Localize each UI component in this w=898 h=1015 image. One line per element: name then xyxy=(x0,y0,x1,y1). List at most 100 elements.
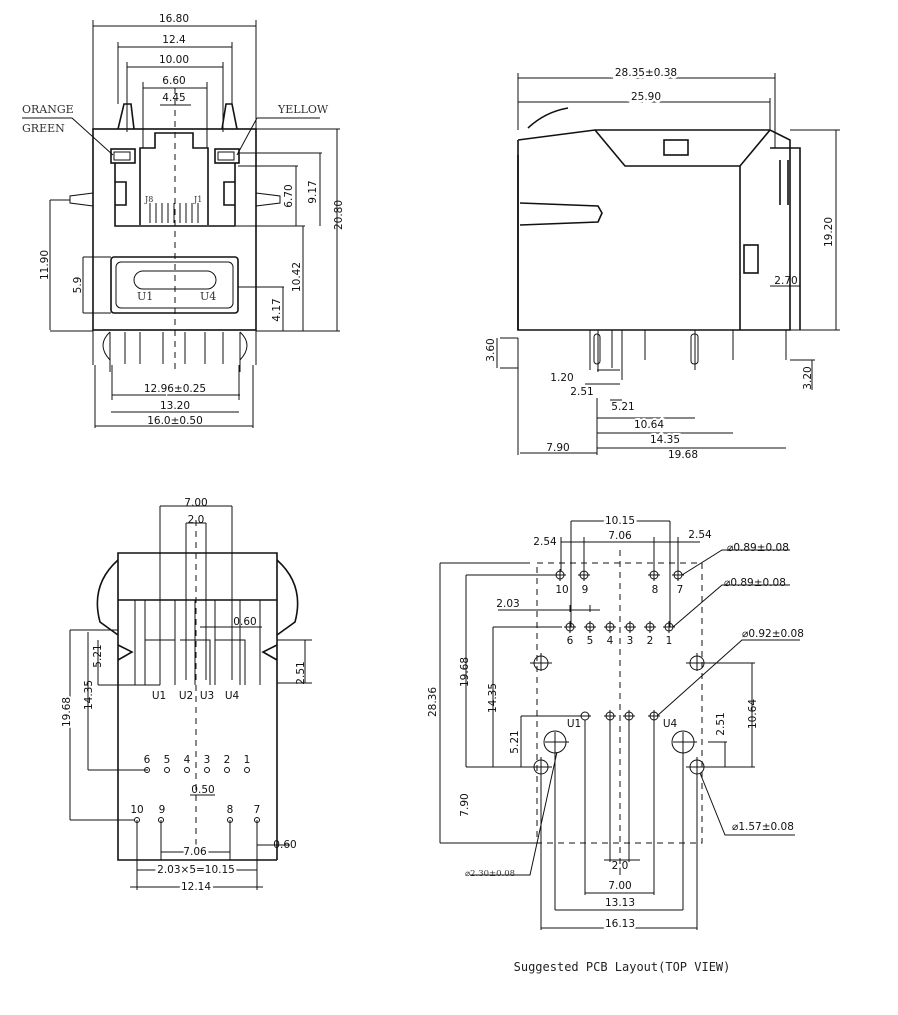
dim-label: 9.17 xyxy=(307,180,319,203)
pcb-caption: Suggested PCB Layout(TOP VIEW) xyxy=(514,960,731,974)
hole-callout: ⌀0.89±0.08 xyxy=(727,542,789,554)
dim-label: 7.90 xyxy=(546,442,569,454)
pin-label: 1 xyxy=(244,754,251,766)
dim-label: 14.35 xyxy=(83,680,95,710)
dim-label: 13.13 xyxy=(605,897,635,909)
dim-label: 10.00 xyxy=(159,54,189,66)
led-label-yellow: YELLOW xyxy=(277,103,329,116)
pin-label: 10 xyxy=(555,584,568,596)
dim-label: 2.0 xyxy=(188,514,205,526)
dim-label: 2.51 xyxy=(295,661,307,684)
hole-callout: ⌀2.30±0.08 xyxy=(465,869,515,879)
dim-label: 2.03×5=10.15 xyxy=(157,864,235,876)
led-label-green: GREEN xyxy=(22,122,65,135)
dim-label: 19.20 xyxy=(823,217,835,247)
pin-label: 4 xyxy=(607,635,614,647)
led-label-orange: ORANGE xyxy=(22,103,74,116)
dim-label: 0.50 xyxy=(191,784,214,796)
dim-label: 0.60 xyxy=(273,839,296,851)
pin-label: U4 xyxy=(200,290,216,303)
dim-label: 10.64 xyxy=(634,419,664,431)
dim-label: 0.60 xyxy=(233,616,256,628)
dim-label: 14.35 xyxy=(650,434,680,446)
dim-label: 5.21 xyxy=(509,730,521,753)
pin-label: 9 xyxy=(159,804,166,816)
side-view: 28.35±0.38 25.90 19.20 2.70 3.60 3.20 1.… xyxy=(485,65,840,461)
dim-label: 3.20 xyxy=(802,366,814,389)
hole-callout: ⌀0.89±0.08 xyxy=(724,577,786,589)
pin-label: 1 xyxy=(666,635,673,647)
dim-label: 7.00 xyxy=(184,497,207,509)
pin-label: 10 xyxy=(130,804,143,816)
dim-label: 12.4 xyxy=(162,34,186,46)
dim-label: 10.42 xyxy=(291,262,303,292)
dim-label: 12.96±0.25 xyxy=(144,383,206,395)
dim-label: 2.54 xyxy=(533,536,557,548)
dim-label: 4.45 xyxy=(162,92,185,104)
dim-label: 20.80 xyxy=(333,200,345,230)
pin-label: U1 xyxy=(567,718,581,730)
pin-label: 2 xyxy=(647,635,654,647)
dim-label: 10.64 xyxy=(747,699,759,729)
pin-label: 7 xyxy=(254,804,261,816)
pin-label: 5 xyxy=(587,635,594,647)
dim-label: 12.14 xyxy=(181,881,211,893)
dim-label: 16.13 xyxy=(605,918,635,930)
pcb-layout: 10.15 2.54 7.06 2.54 2.03 28.36 19.68 14… xyxy=(427,513,804,975)
dim-label: 7.06 xyxy=(183,846,207,858)
hole-callout: ⌀1.57±0.08 xyxy=(732,821,794,833)
pin-label: 6 xyxy=(567,635,574,647)
dim-label: 28.35±0.38 xyxy=(615,67,677,79)
dim-label: 3.60 xyxy=(485,338,497,361)
dim-label: 4.17 xyxy=(271,298,283,321)
pin-label: U4 xyxy=(225,690,240,702)
dim-label: 16.80 xyxy=(159,13,189,25)
dim-label: 16.0±0.50 xyxy=(147,415,203,427)
dim-label: 19.68 xyxy=(61,697,73,727)
pin-label: U1 xyxy=(152,690,166,702)
pin-label: 9 xyxy=(582,584,589,596)
pin-label: 5 xyxy=(164,754,171,766)
dim-label: 25.90 xyxy=(631,91,661,103)
dim-label: 19.68 xyxy=(668,449,698,461)
pcb-holes xyxy=(530,569,708,775)
dim-label: 14.35 xyxy=(487,683,499,713)
dim-label: 6.60 xyxy=(162,75,185,87)
pin-label: U4 xyxy=(663,718,678,730)
dim-label: 7.06 xyxy=(608,530,632,542)
dim-label: 2.51 xyxy=(570,386,593,398)
pin-label: U3 xyxy=(200,690,214,702)
dim-label: 5.21 xyxy=(611,401,634,413)
pin-label: U2 xyxy=(179,690,193,702)
dim-label: 2.54 xyxy=(688,529,712,541)
bottom-view: 7.00 2.0 0.60 5.21 2.51 14.35 19.68 0.50… xyxy=(59,497,312,896)
pin-label: 4 xyxy=(184,754,191,766)
dim-label: 10.15 xyxy=(605,515,635,527)
dim-label: 28.36 xyxy=(427,687,439,717)
pin-label: 3 xyxy=(204,754,211,766)
pin-label: 2 xyxy=(224,754,231,766)
dim-label: 5.21 xyxy=(92,644,104,667)
pin-label: 6 xyxy=(144,754,151,766)
pin-label: U1 xyxy=(137,290,153,303)
dim-label: 1.20 xyxy=(550,372,573,384)
pin-label: 7 xyxy=(677,584,684,596)
pin-label: J1 xyxy=(193,195,202,204)
pin-label: 3 xyxy=(627,635,634,647)
dim-label: 2.03 xyxy=(496,598,519,610)
dim-label: 19.68 xyxy=(459,657,471,687)
dim-label: 2.0 xyxy=(612,860,629,872)
dim-label: 5.9 xyxy=(72,277,84,294)
dim-label: 2.70 xyxy=(774,275,797,287)
dim-label: 6.70 xyxy=(283,184,295,207)
dim-label: 13.20 xyxy=(160,400,190,412)
dim-label: 7.90 xyxy=(459,793,471,816)
hole-callout: ⌀0.92±0.08 xyxy=(742,628,804,640)
rj-pins xyxy=(134,767,260,823)
front-view: 16.80 12.4 10.00 6.60 4.45 6.70 9.17 20.… xyxy=(22,13,345,428)
dim-label: 7.00 xyxy=(608,880,631,892)
dim-label: 2.51 xyxy=(715,712,727,735)
pin-label: 8 xyxy=(652,584,659,596)
dim-label: 11.90 xyxy=(39,250,51,280)
